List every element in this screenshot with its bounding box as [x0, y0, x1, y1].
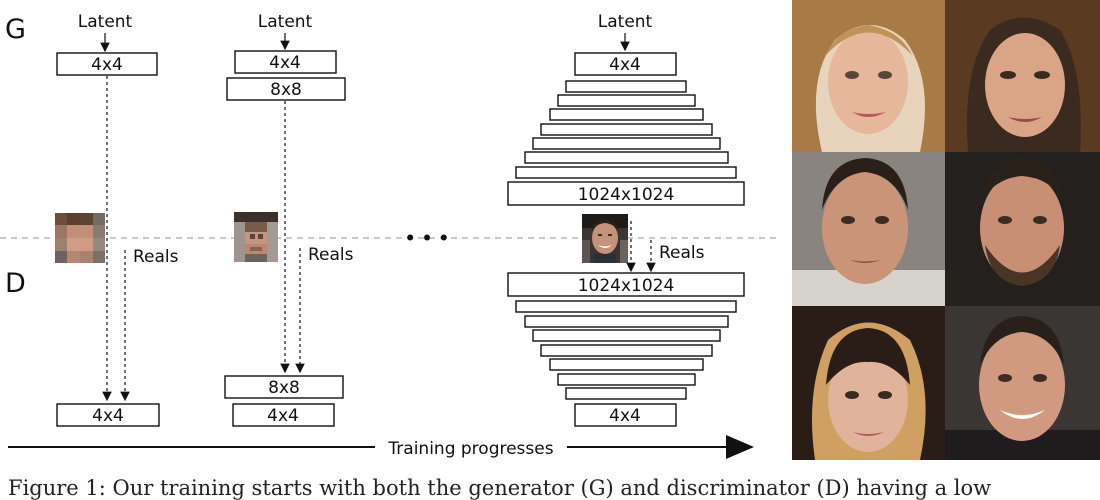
g-layer-label: 1024x1024 [578, 185, 675, 205]
face-grid [792, 0, 1100, 460]
g-layer-label: 4x4 [91, 55, 123, 75]
face-image [792, 306, 945, 460]
g-intermediate-layers [515, 80, 737, 179]
d-layer-label: 8x8 [268, 378, 300, 398]
d-layer-4x4 [574, 403, 677, 427]
d-layer-label: 4x4 [267, 406, 299, 426]
column-3: Latent 4x4 1024x1024 [507, 12, 745, 427]
ellipsis: • • • [405, 229, 449, 249]
g-layer-4x4 [234, 50, 337, 74]
g-layer-8x8 [226, 77, 346, 101]
column-2: Latent 4x4 8x8 Reals 8x8 4x4 [224, 12, 354, 427]
generator-label: G [5, 14, 26, 45]
d-layer-label: 1024x1024 [578, 276, 675, 296]
g-layer-label: 4x4 [609, 55, 641, 75]
face-thumbnail-8x8 [234, 212, 278, 262]
face-thumbnail-4x4 [55, 213, 105, 263]
latent-label: Latent [598, 12, 653, 32]
latent-label: Latent [258, 12, 313, 32]
training-progresses-label: Training progresses [387, 439, 553, 459]
d-layer-4x4 [232, 403, 335, 427]
d-intermediate-layers [515, 300, 737, 400]
face-thumbnail-1024 [582, 214, 628, 263]
reals-label: Reals [133, 247, 179, 267]
discriminator-label: D [5, 268, 26, 299]
reals-label: Reals [659, 243, 705, 263]
face-image [945, 0, 1100, 152]
column-1: Latent 4x4 Reals 4x4 [55, 12, 179, 427]
face-image [945, 152, 1100, 306]
face-image [792, 0, 945, 152]
d-layer-8x8 [224, 375, 344, 399]
d-layer-label: 4x4 [92, 406, 124, 426]
face-image [792, 152, 945, 306]
latent-label: Latent [78, 12, 133, 32]
g-layer-1024x1024 [507, 181, 745, 206]
d-layer-4x4 [56, 403, 160, 427]
d-layer-label: 4x4 [609, 406, 641, 426]
g-layer-4x4 [56, 52, 158, 76]
g-layer-label: 8x8 [270, 80, 302, 100]
g-layer-label: 4x4 [269, 53, 301, 73]
g-layer-4x4 [574, 52, 677, 76]
reals-label: Reals [308, 245, 354, 265]
d-layer-1024x1024 [507, 272, 745, 297]
figure-caption: Figure 1: Our training starts with both … [8, 476, 992, 500]
face-image [945, 306, 1100, 460]
